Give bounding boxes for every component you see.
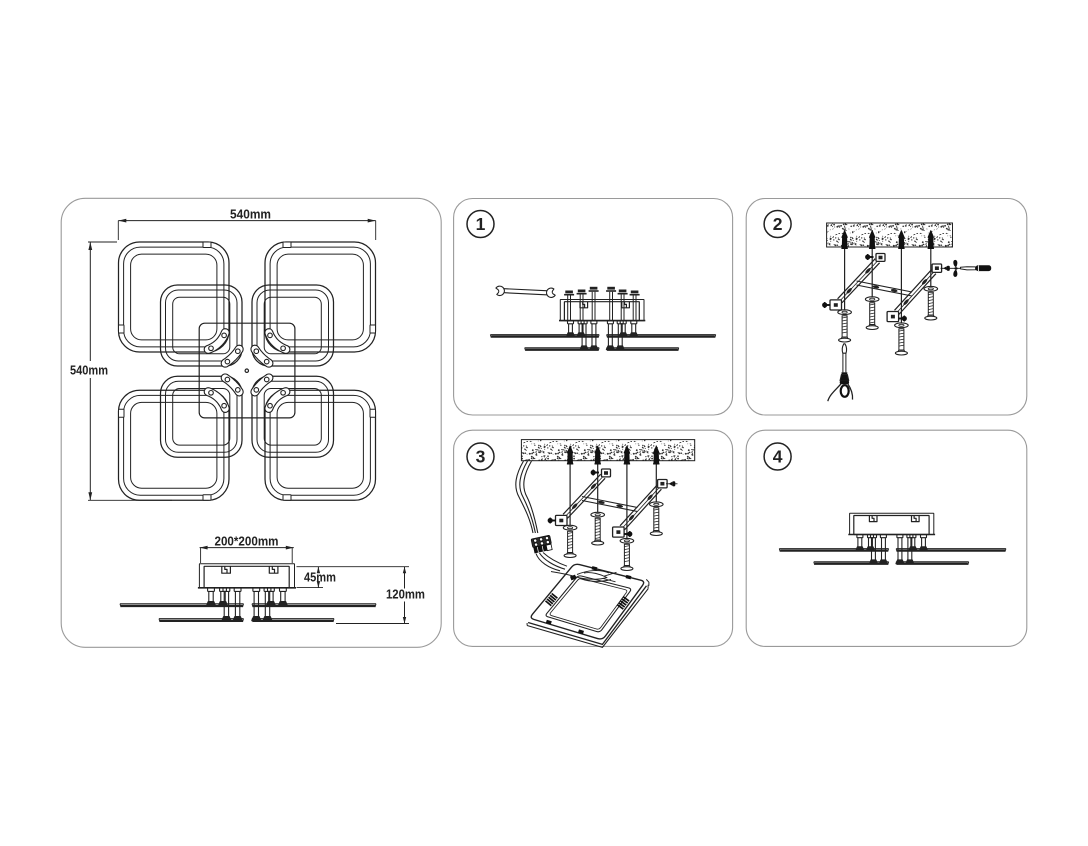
svg-text:1: 1: [476, 214, 486, 234]
svg-text:45mm: 45mm: [304, 570, 336, 584]
svg-text:3: 3: [476, 447, 486, 467]
svg-text:120mm: 120mm: [386, 588, 425, 602]
svg-text:2: 2: [773, 214, 783, 234]
svg-text:200*200mm: 200*200mm: [215, 534, 279, 549]
svg-text:540mm: 540mm: [230, 207, 271, 222]
svg-text:4: 4: [773, 447, 783, 467]
svg-text:540mm: 540mm: [70, 363, 108, 378]
